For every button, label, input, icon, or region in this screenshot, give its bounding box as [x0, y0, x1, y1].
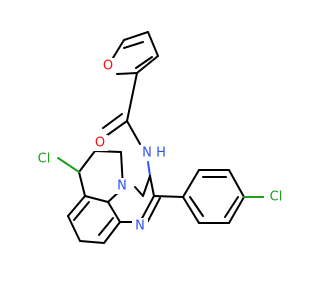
bond [228, 169, 245, 198]
bond [126, 120, 141, 145]
bond [147, 161, 151, 177]
bond [73, 201, 90, 221]
molecule-structure-diagram: O O N H N N Cl Cl [32, 31, 288, 244]
furan-ring [106, 31, 159, 75]
bond [147, 31, 159, 57]
bond [123, 31, 149, 41]
bond [126, 72, 138, 122]
molecule-svg: O O N H N N Cl Cl [32, 31, 288, 244]
amide-nitrogen-label: N [142, 146, 152, 161]
bond [139, 195, 155, 223]
bond [105, 120, 128, 137]
bond [149, 175, 155, 197]
bridgehead-nitrogen-label: N [117, 179, 127, 194]
bond [98, 217, 114, 236]
bond [224, 196, 239, 218]
bond [142, 175, 151, 197]
atom-labels: O O N H N N Cl Cl [32, 58, 288, 234]
bond [136, 55, 159, 74]
imidazopyridine-core [67, 150, 161, 244]
bond [107, 201, 121, 223]
left-chlorine-label: Cl [38, 152, 51, 167]
carbonyl-oxygen-label: O [95, 136, 105, 151]
furan-oxygen-label: O [103, 59, 113, 74]
bond [135, 56, 153, 69]
amide-group [102, 72, 151, 177]
bond [84, 195, 109, 203]
bond [78, 171, 86, 197]
bond [134, 186, 144, 197]
bond [189, 196, 204, 217]
chlorophenyl-ring [153, 169, 267, 224]
bond [116, 72, 138, 75]
bond [123, 41, 144, 49]
amide-hydrogen-label: H [156, 146, 166, 161]
bond [79, 240, 105, 244]
right-chlorine-label: Cl [270, 190, 283, 205]
imine-nitrogen-label: N [135, 219, 145, 234]
bond [228, 196, 245, 224]
bond [182, 196, 200, 224]
bond [147, 197, 161, 222]
bond [57, 157, 80, 173]
bond [153, 195, 184, 198]
bond [67, 195, 86, 217]
bond [182, 169, 200, 198]
bond [67, 215, 81, 242]
bond [102, 113, 123, 129]
bond [78, 150, 96, 173]
bond [94, 150, 122, 153]
bond [103, 221, 121, 244]
